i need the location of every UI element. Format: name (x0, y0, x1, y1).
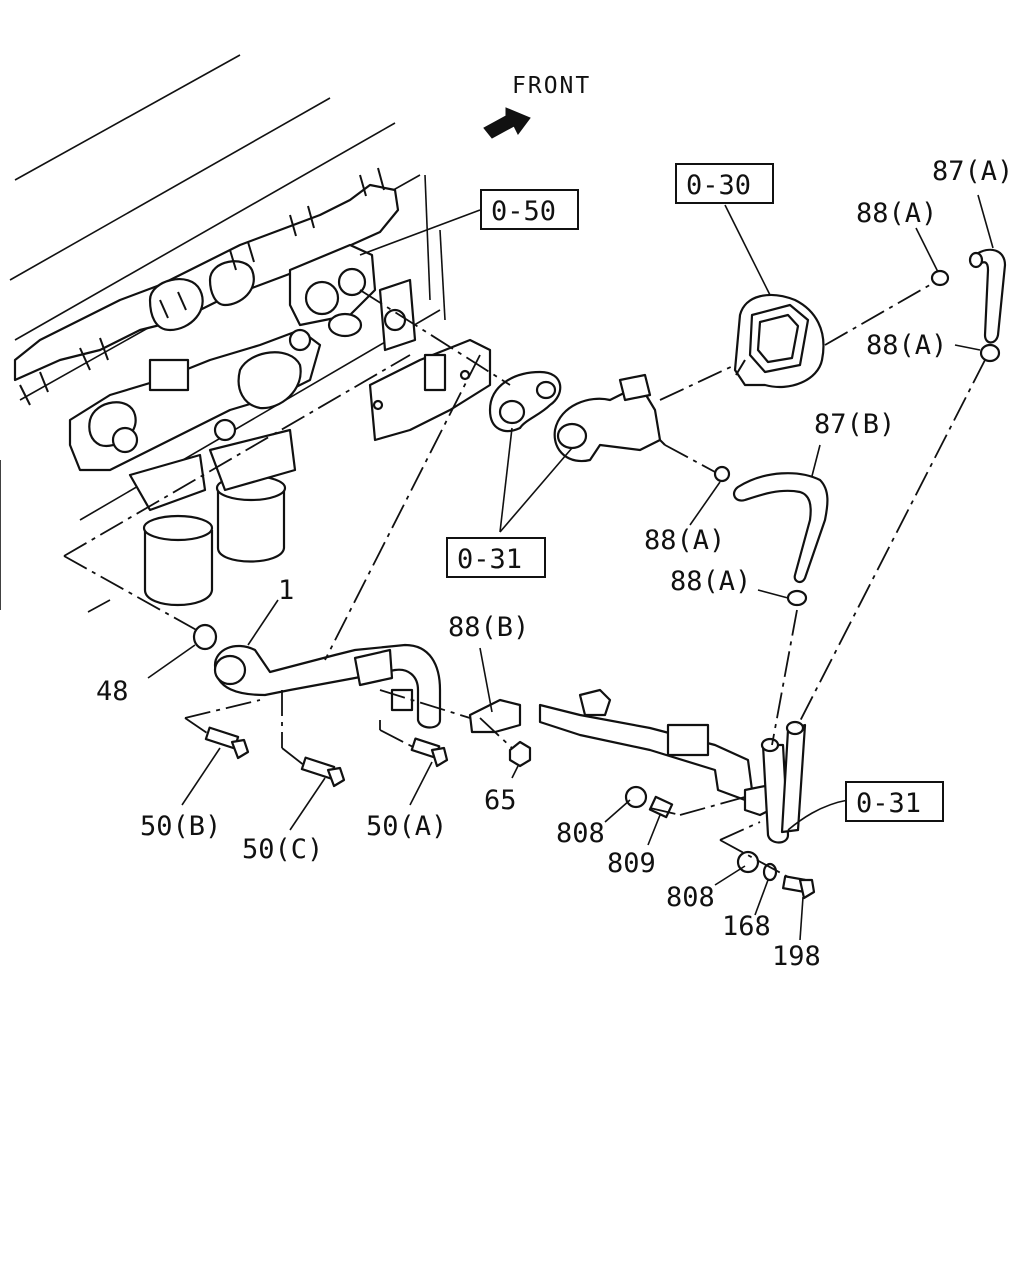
arrow-right-icon (483, 107, 531, 139)
callout-168: 168 (722, 911, 771, 942)
leader-lines (147, 194, 994, 941)
o-ring-48 (192, 623, 218, 651)
callout-88a-2: 88(A) (866, 330, 947, 361)
engine-block (0, 54, 492, 613)
svg-text:0-31: 0-31 (457, 544, 522, 575)
pipe-assembly (538, 688, 807, 844)
bolt-198 (782, 875, 816, 900)
callout-87a: 87(A) (932, 156, 1013, 187)
clip-88b (468, 698, 522, 734)
callout-50b: 50(B) (140, 811, 221, 842)
svg-text:0-50: 0-50 (491, 196, 556, 227)
nut-65 (508, 740, 532, 768)
callout-88b: 88(B) (448, 612, 529, 643)
callout-88a-4: 88(A) (670, 566, 751, 597)
callout-50c: 50(C) (242, 834, 323, 865)
svg-text:0-31: 0-31 (856, 788, 921, 819)
bolt-50c (300, 756, 346, 788)
exhaust-flange (288, 243, 417, 352)
callout-88a-3: 88(A) (644, 525, 725, 556)
ref-box-0-31-lower: 0-31 (845, 781, 944, 822)
callout-88a-1: 88(A) (856, 198, 937, 229)
egr-gasket (488, 370, 562, 433)
bolt-50b (204, 726, 250, 760)
callout-808-2: 808 (666, 882, 715, 913)
callout-48: 48 (96, 676, 129, 707)
phantom-lines (63, 281, 986, 879)
callout-808-1: 808 (556, 818, 605, 849)
callout-87b: 87(B) (814, 409, 895, 440)
ref-box-0-30: 0-30 (675, 163, 774, 204)
bolt-50a (410, 737, 449, 768)
callout-1: 1 (278, 575, 294, 606)
ref-box-0-50: 0-50 (480, 189, 579, 230)
callout-809: 809 (607, 848, 656, 879)
water-pipe-1 (213, 643, 442, 729)
ref-box-0-31-upper: 0-31 (446, 537, 546, 578)
egr-cooler (733, 293, 825, 389)
svg-text:0-30: 0-30 (686, 170, 751, 201)
spacer-809 (648, 795, 674, 819)
hose-87b (732, 472, 829, 584)
front-label: FRONT (512, 73, 591, 99)
callout-65: 65 (484, 785, 517, 816)
egr-valve (553, 373, 666, 463)
callout-50a: 50(A) (366, 811, 447, 842)
hose-87a (968, 248, 1007, 344)
callout-198: 198 (772, 941, 821, 972)
hose-clamp (713, 269, 1001, 607)
